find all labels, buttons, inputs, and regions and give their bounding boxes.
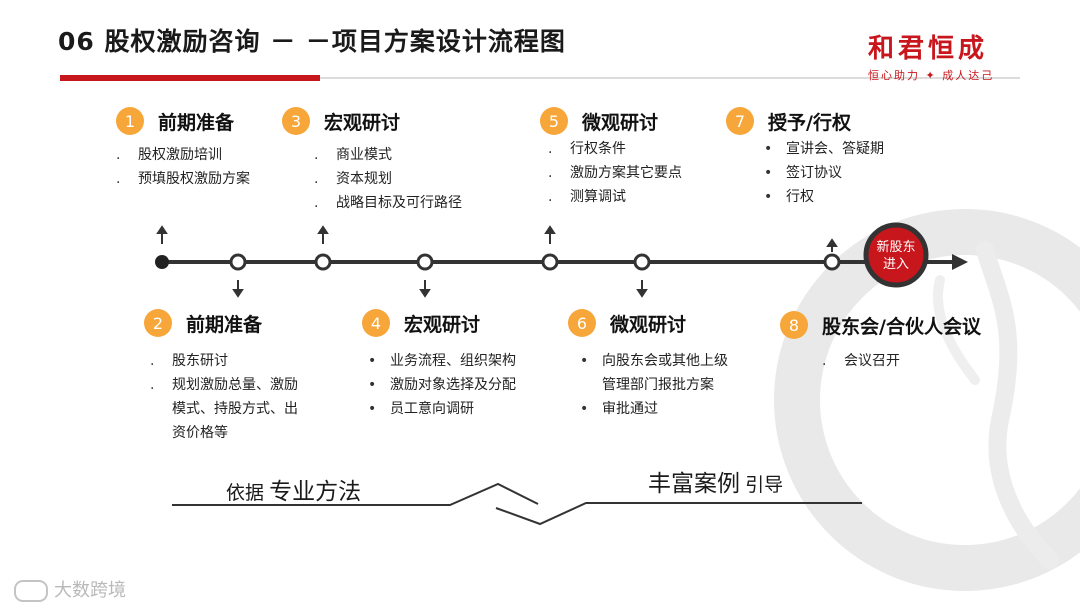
list-item: •激励对象选择及分配 xyxy=(368,377,516,393)
list-item: .股东研讨 xyxy=(150,353,228,369)
step-title: 授予/行权 xyxy=(768,111,851,134)
step-title: 宏观研讨 xyxy=(404,313,481,336)
list-item: .激励方案其它要点 xyxy=(548,165,682,181)
step-number-badge: 7 xyxy=(726,107,754,135)
logo-slogan: 恒心助力 ✦ 成人达己 xyxy=(868,69,995,82)
end-label-line-1: 新股东 xyxy=(876,239,915,255)
caption-big: 专业方法 xyxy=(269,479,362,505)
header-accent-bar xyxy=(60,75,320,81)
list-item: .行权条件 xyxy=(548,141,626,157)
list-item: .商业模式 xyxy=(314,147,392,163)
step-number-badge: 4 xyxy=(362,309,390,337)
step-title: 前期准备 xyxy=(186,313,263,336)
caption-big: 丰富案例 xyxy=(648,471,740,497)
end-label-line-2: 进入 xyxy=(883,257,909,272)
list-item: .规划激励总量、激励 xyxy=(150,377,298,393)
list-item: •签订协议 xyxy=(764,165,842,181)
step-6: 6 微观研讨 •向股东会或其他上级 管理部门报批方案 •审批通过 xyxy=(568,309,728,421)
list-item: .股权激励培训 xyxy=(116,147,222,163)
brand-logo: 和君恒成 恒心助力 ✦ 成人达己 xyxy=(868,28,1028,83)
list-item: 管理部门报批方案 xyxy=(602,377,714,393)
logo-text: 和君恒成 xyxy=(868,34,989,64)
timeline-node xyxy=(229,253,247,271)
bottom-left-caption: 依据 专业方法 xyxy=(226,472,361,506)
step-number-badge: 8 xyxy=(780,311,808,339)
step-8: 8 股东会/合伙人会议 .会议召开 xyxy=(780,311,981,373)
caption-small: 依据 xyxy=(226,482,265,504)
step-number-badge: 6 xyxy=(568,309,596,337)
timeline-arrowhead-icon xyxy=(952,254,968,270)
step-title: 前期准备 xyxy=(158,111,235,134)
step-title: 宏观研讨 xyxy=(324,111,401,134)
list-item: •员工意向调研 xyxy=(368,401,474,417)
list-item: .资本规划 xyxy=(314,171,392,187)
step-title: 微观研讨 xyxy=(610,313,687,336)
new-shareholder-circle xyxy=(863,222,929,288)
step-title: 股东会/合伙人会议 xyxy=(822,315,981,338)
list-item: •行权 xyxy=(764,189,814,205)
page-title: 06 股权激励咨询 － －项目方案设计流程图 xyxy=(58,27,566,56)
list-item: .预填股权激励方案 xyxy=(116,171,250,187)
list-item: •向股东会或其他上级 xyxy=(580,353,728,369)
step-title: 微观研讨 xyxy=(582,111,659,134)
watermark-logo-icon xyxy=(14,580,48,602)
step-number-badge: 3 xyxy=(282,107,310,135)
timeline-node xyxy=(541,253,559,271)
step-5: 5 微观研讨 .行权条件 .激励方案其它要点 .测算调试 xyxy=(540,107,682,209)
bottom-right-caption: 丰富案例 引导 xyxy=(648,464,783,498)
step-4: 4 宏观研讨 •业务流程、组织架构 •激励对象选择及分配 •员工意向调研 xyxy=(362,309,516,421)
timeline-start-dot xyxy=(155,255,169,269)
step-number-badge: 1 xyxy=(116,107,144,135)
list-item: 模式、持股方式、出 xyxy=(172,401,298,417)
caption-small: 引导 xyxy=(745,474,784,496)
timeline-node xyxy=(416,253,434,271)
list-item: 资价格等 xyxy=(172,425,228,441)
step-number-badge: 2 xyxy=(144,309,172,337)
step-2: 2 前期准备 .股东研讨 .规划激励总量、激励 模式、持股方式、出 资价格等 xyxy=(144,309,298,445)
list-item: •审批通过 xyxy=(580,401,658,417)
list-item: •宣讲会、答疑期 xyxy=(764,141,884,157)
timeline-node xyxy=(314,253,332,271)
list-item: .会议召开 xyxy=(822,353,900,369)
list-item: .战略目标及可行路径 xyxy=(314,195,462,211)
watermark: 大数跨境 xyxy=(14,576,126,602)
step-7: 7 授予/行权 •宣讲会、答疑期 •签订协议 •行权 xyxy=(726,107,884,209)
timeline-node xyxy=(823,253,841,271)
step-number-badge: 5 xyxy=(540,107,568,135)
list-item: •业务流程、组织架构 xyxy=(368,353,516,369)
timeline-node xyxy=(633,253,651,271)
step-3: 3 宏观研讨 .商业模式 .资本规划 .战略目标及可行路径 xyxy=(282,107,462,215)
step-1: 1 前期准备 .股权激励培训 .预填股权激励方案 xyxy=(116,107,250,191)
watermark-text: 大数跨境 xyxy=(54,580,126,601)
header-divider xyxy=(60,77,1020,79)
list-item: .测算调试 xyxy=(548,189,626,205)
